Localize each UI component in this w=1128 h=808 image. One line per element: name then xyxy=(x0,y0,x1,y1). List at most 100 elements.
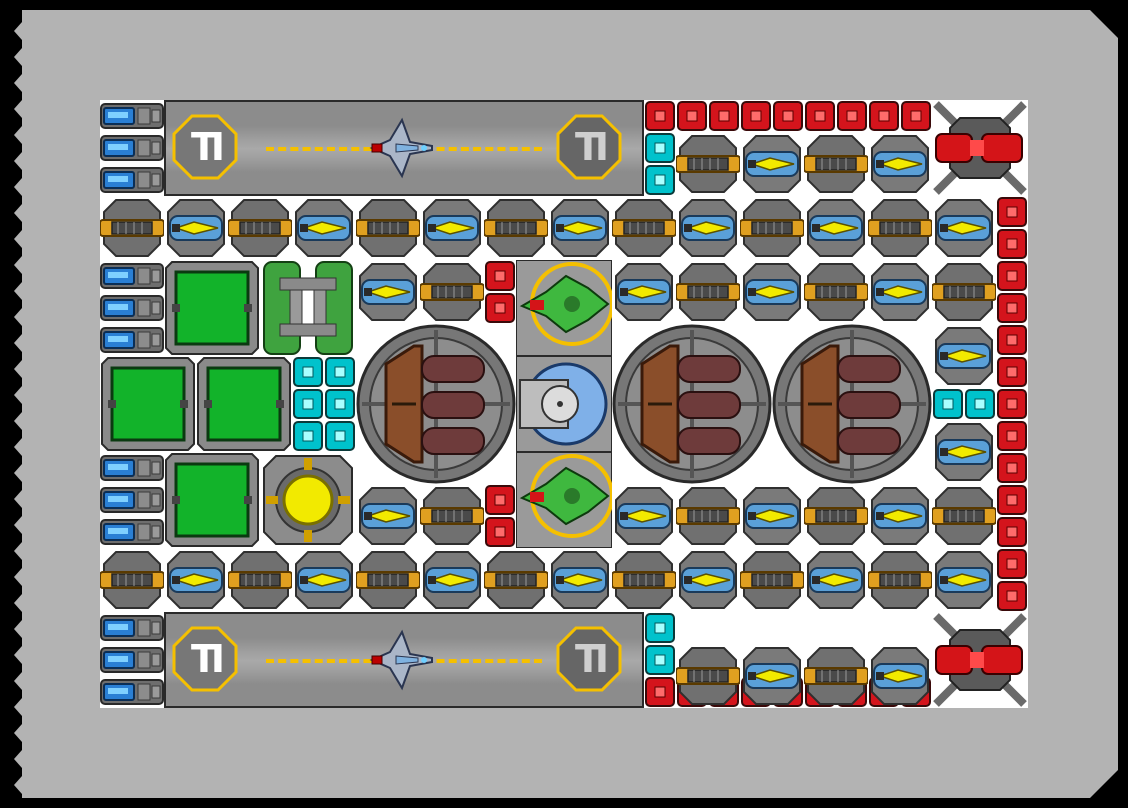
missile-launcher-icon[interactable] xyxy=(868,132,932,196)
heavy-laser-turret-icon[interactable] xyxy=(932,100,1028,196)
missile-launcher-icon[interactable] xyxy=(932,548,996,612)
autocannon-turret-icon[interactable] xyxy=(612,196,676,260)
armor-block-icon[interactable] xyxy=(996,580,1028,612)
autocannon-turret-icon[interactable] xyxy=(932,260,996,324)
autocannon-turret-icon[interactable] xyxy=(804,484,868,548)
main-cannon-icon[interactable] xyxy=(356,324,516,484)
armor-block-icon[interactable] xyxy=(996,356,1028,388)
armor-block-icon[interactable] xyxy=(900,100,932,132)
shield-block-icon[interactable] xyxy=(644,132,676,164)
autocannon-turret-icon[interactable] xyxy=(356,548,420,612)
autocannon-turret-icon[interactable] xyxy=(868,548,932,612)
reactor-panel-icon[interactable] xyxy=(164,260,260,356)
autocannon-turret-icon[interactable] xyxy=(420,260,484,324)
battery-cell-icon[interactable] xyxy=(100,100,164,132)
landing-pad-right[interactable]: TI xyxy=(556,626,622,692)
shield-block-icon[interactable] xyxy=(292,388,324,420)
armor-block-icon[interactable] xyxy=(708,100,740,132)
armor-block-icon[interactable] xyxy=(996,420,1028,452)
armor-block-icon[interactable] xyxy=(484,484,516,516)
missile-launcher-icon[interactable] xyxy=(804,548,868,612)
battery-cell-icon[interactable] xyxy=(100,484,164,516)
missile-launcher-icon[interactable] xyxy=(868,260,932,324)
missile-launcher-icon[interactable] xyxy=(548,196,612,260)
armor-block-icon[interactable] xyxy=(644,676,676,708)
armor-block-icon[interactable] xyxy=(996,228,1028,260)
missile-launcher-icon[interactable] xyxy=(740,132,804,196)
missile-launcher-icon[interactable] xyxy=(868,484,932,548)
armor-block-icon[interactable] xyxy=(996,196,1028,228)
main-cannon-icon[interactable] xyxy=(612,324,772,484)
armor-block-icon[interactable] xyxy=(996,548,1028,580)
main-cannon-icon[interactable] xyxy=(772,324,932,484)
missile-launcher-icon[interactable] xyxy=(740,260,804,324)
shield-block-icon[interactable] xyxy=(644,644,676,676)
armor-block-icon[interactable] xyxy=(676,100,708,132)
missile-launcher-icon[interactable] xyxy=(676,196,740,260)
armor-block-icon[interactable] xyxy=(996,484,1028,516)
shield-block-icon[interactable] xyxy=(324,356,356,388)
autocannon-turret-icon[interactable] xyxy=(420,484,484,548)
fighter-jet-icon[interactable] xyxy=(366,114,436,182)
missile-launcher-icon[interactable] xyxy=(292,548,356,612)
battery-cell-icon[interactable] xyxy=(100,612,164,644)
capacitor-bank-icon[interactable] xyxy=(260,260,356,356)
fighter-jet-icon[interactable] xyxy=(366,626,436,694)
armor-block-icon[interactable] xyxy=(996,452,1028,484)
shield-block-icon[interactable] xyxy=(324,388,356,420)
missile-launcher-icon[interactable] xyxy=(612,484,676,548)
missile-launcher-icon[interactable] xyxy=(356,484,420,548)
autocannon-turret-icon[interactable] xyxy=(676,260,740,324)
shield-block-icon[interactable] xyxy=(292,356,324,388)
autocannon-turret-icon[interactable] xyxy=(740,196,804,260)
missile-launcher-icon[interactable] xyxy=(164,548,228,612)
autocannon-turret-icon[interactable] xyxy=(932,484,996,548)
bridge-dome-icon[interactable] xyxy=(516,356,612,452)
armor-block-icon[interactable] xyxy=(996,292,1028,324)
missile-launcher-icon[interactable] xyxy=(932,324,996,388)
battery-cell-icon[interactable] xyxy=(100,452,164,484)
armor-block-icon[interactable] xyxy=(996,260,1028,292)
missile-launcher-icon[interactable] xyxy=(356,260,420,324)
autocannon-turret-icon[interactable] xyxy=(740,548,804,612)
shield-block-icon[interactable] xyxy=(644,164,676,196)
fighter-launcher-icon[interactable] xyxy=(516,260,612,356)
armor-block-icon[interactable] xyxy=(484,260,516,292)
autocannon-turret-icon[interactable] xyxy=(676,132,740,196)
missile-launcher-icon[interactable] xyxy=(676,548,740,612)
autocannon-turret-icon[interactable] xyxy=(228,548,292,612)
landing-pad-right[interactable]: TI xyxy=(556,114,622,180)
reactor-panel-icon[interactable] xyxy=(196,356,292,452)
missile-launcher-icon[interactable] xyxy=(932,196,996,260)
autocannon-turret-icon[interactable] xyxy=(484,548,548,612)
missile-launcher-icon[interactable] xyxy=(868,644,932,708)
missile-launcher-icon[interactable] xyxy=(292,196,356,260)
armor-block-icon[interactable] xyxy=(804,100,836,132)
shield-block-icon[interactable] xyxy=(932,388,964,420)
armor-block-icon[interactable] xyxy=(868,100,900,132)
armor-block-icon[interactable] xyxy=(996,516,1028,548)
shield-block-icon[interactable] xyxy=(324,420,356,452)
armor-block-icon[interactable] xyxy=(836,100,868,132)
shield-block-icon[interactable] xyxy=(964,388,996,420)
autocannon-turret-icon[interactable] xyxy=(676,644,740,708)
battery-cell-icon[interactable] xyxy=(100,260,164,292)
yellow-core-icon[interactable] xyxy=(260,452,356,548)
armor-block-icon[interactable] xyxy=(740,100,772,132)
autocannon-turret-icon[interactable] xyxy=(100,548,164,612)
missile-launcher-icon[interactable] xyxy=(740,484,804,548)
battery-cell-icon[interactable] xyxy=(100,676,164,708)
autocannon-turret-icon[interactable] xyxy=(612,548,676,612)
reactor-panel-icon[interactable] xyxy=(164,452,260,548)
armor-block-icon[interactable] xyxy=(484,516,516,548)
armor-block-icon[interactable] xyxy=(772,100,804,132)
missile-launcher-icon[interactable] xyxy=(932,420,996,484)
battery-cell-icon[interactable] xyxy=(100,644,164,676)
autocannon-turret-icon[interactable] xyxy=(804,132,868,196)
battery-cell-icon[interactable] xyxy=(100,324,164,356)
missile-launcher-icon[interactable] xyxy=(420,548,484,612)
autocannon-turret-icon[interactable] xyxy=(868,196,932,260)
battery-cell-icon[interactable] xyxy=(100,132,164,164)
fighter-launcher-icon[interactable] xyxy=(516,452,612,548)
